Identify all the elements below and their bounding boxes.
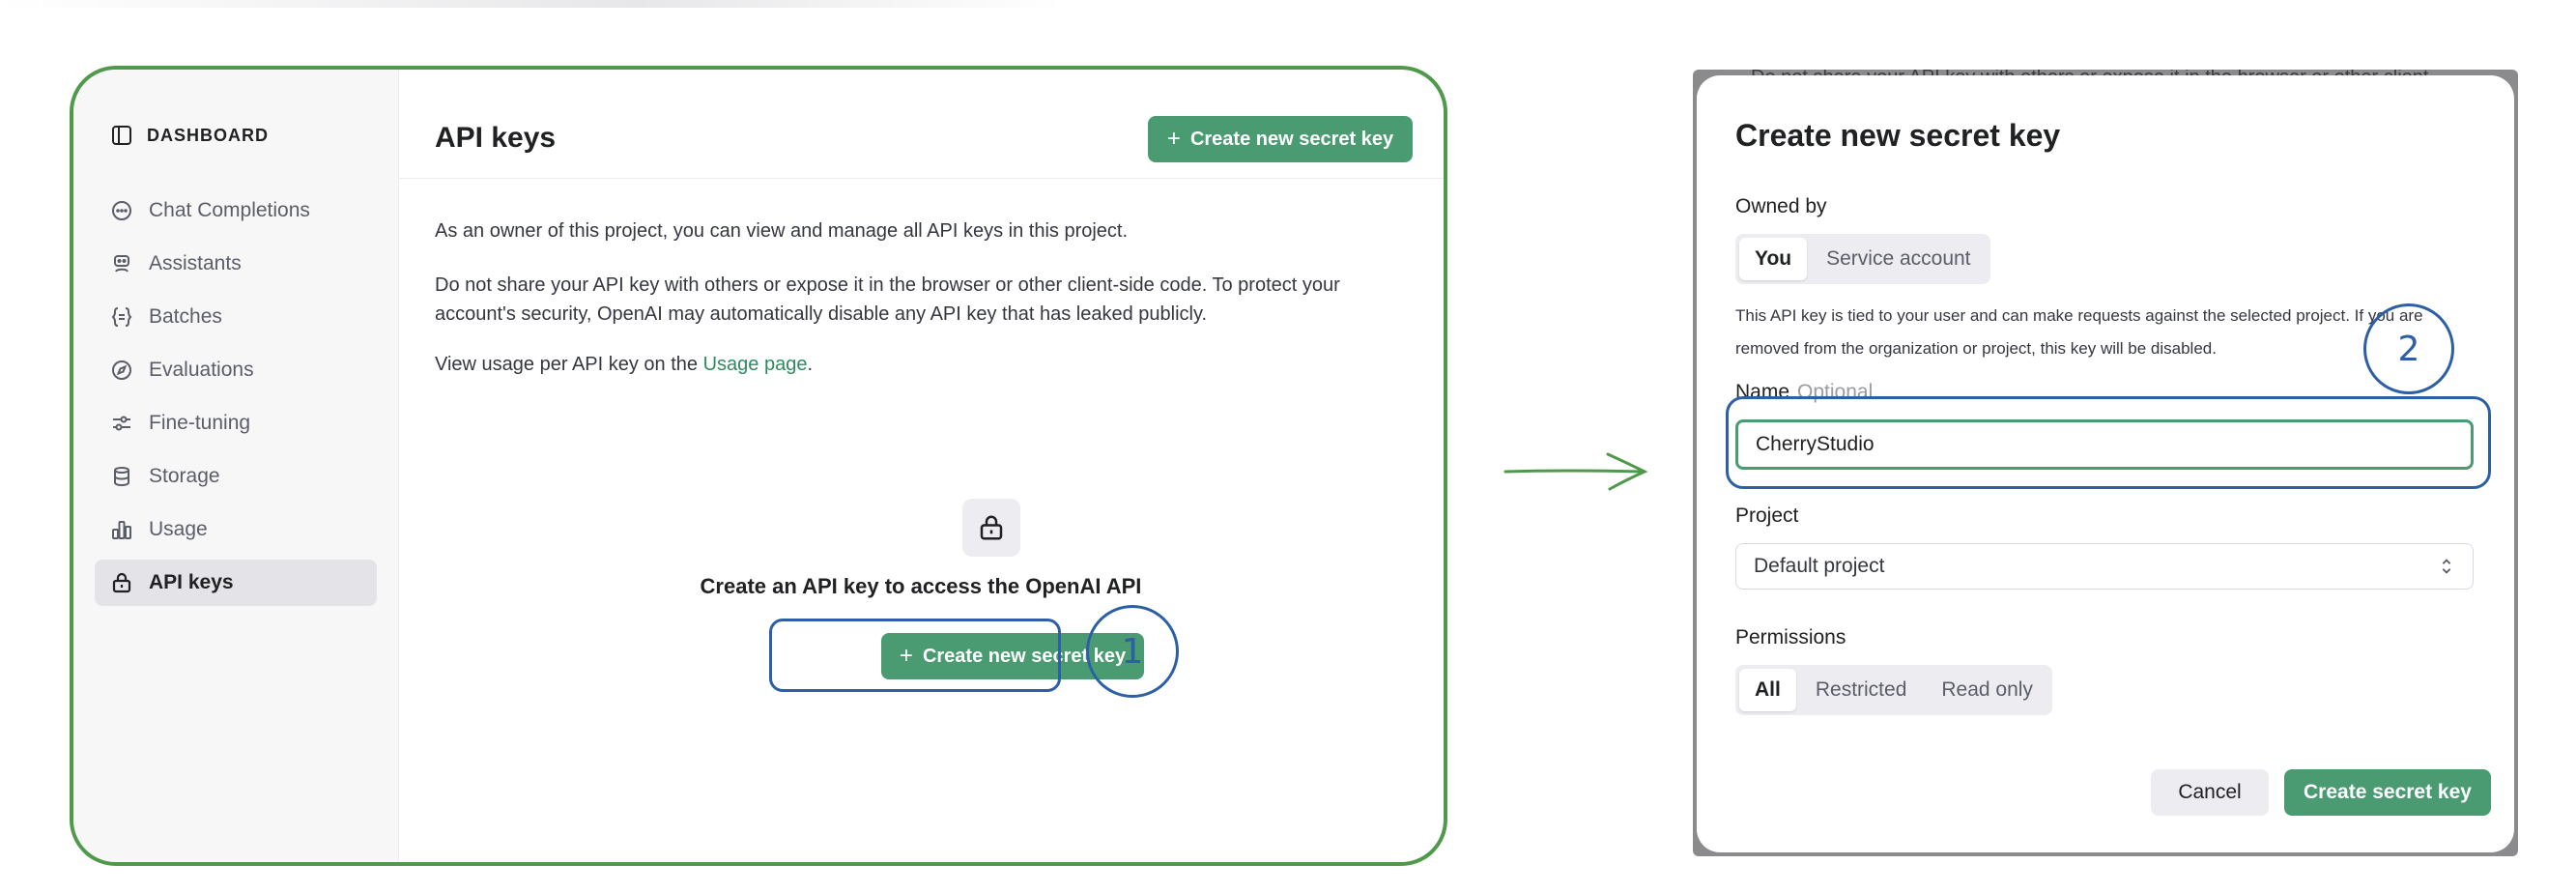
ownership-note: This API key is tied to your user and ca… [1735, 306, 2423, 358]
main-header: API keys + Create new secret key [398, 70, 1444, 179]
annotation-highlight-name-input [1726, 396, 2491, 489]
name-input[interactable]: CherryStudio [1735, 419, 2474, 470]
usage-info-suffix: . [807, 354, 814, 375]
permissions-read-only-option[interactable]: Read only [1941, 678, 2033, 701]
permissions-restricted-option[interactable]: Restricted [1815, 678, 1907, 701]
sidebar-item-label: Batches [149, 305, 222, 328]
braces-icon [111, 307, 132, 327]
lock-icon [980, 515, 1003, 540]
page-title: API keys [435, 122, 557, 154]
create-secret-key-dialog: Create new secret key Owned by You Servi… [1697, 75, 2514, 852]
annotation-step-1: 1 [1086, 605, 1179, 698]
plus-icon: + [1166, 126, 1181, 152]
owner-info-text: As an owner of this project, you can vie… [435, 220, 1129, 242]
name-input-value: CherryStudio [1756, 433, 1875, 455]
sidebar-item-api-keys[interactable]: API keys [95, 560, 377, 606]
owned-by-service-account-option[interactable]: Service account [1826, 247, 1971, 270]
annotation-highlight-create-button [769, 619, 1061, 692]
sidebar-item-label: Chat Completions [149, 199, 310, 221]
chevron-updown-icon [2442, 559, 2451, 574]
sidebar-item-chat-completions[interactable]: Chat Completions [95, 187, 377, 234]
chat-bubble-icon [112, 201, 131, 220]
main-content: API keys + Create new secret key As an o… [398, 70, 1444, 862]
sidebar-toggle-icon [112, 126, 131, 145]
dialog-title: Create new secret key [1735, 118, 2061, 153]
button-label: Create new secret key [1189, 128, 1394, 150]
top-fade-decoration [0, 0, 1063, 8]
sidebar-item-label: Assistants [149, 252, 242, 274]
empty-state-lock [962, 499, 1020, 557]
sidebar-item-label: Storage [149, 465, 220, 487]
security-warning-text: Do not share your API key with others or… [435, 274, 1340, 325]
usage-info-text: View usage per API key on the Usage page… [435, 350, 1411, 379]
owned-by-label: Owned by [1735, 195, 1827, 217]
lock-icon [112, 572, 131, 593]
create-secret-key-button[interactable]: Create secret key [2284, 769, 2491, 816]
owned-by-toggle: You Service account [1735, 234, 1990, 284]
sidebar-item-fine-tuning[interactable]: Fine-tuning [95, 400, 377, 446]
project-select[interactable]: Default project [1735, 543, 2474, 590]
sidebar-item-batches[interactable]: Batches [95, 294, 377, 340]
sidebar-item-assistants[interactable]: Assistants [95, 241, 377, 287]
sidebar-item-label: Evaluations [149, 359, 254, 381]
sidebar-item-usage[interactable]: Usage [95, 506, 377, 553]
cancel-button[interactable]: Cancel [2151, 769, 2269, 816]
annotation-step-1-label: 1 [1121, 631, 1144, 672]
sidebar-item-evaluations[interactable]: Evaluations [95, 347, 377, 393]
empty-state-title: Create an API key to access the OpenAI A… [700, 574, 1142, 598]
usage-page-link[interactable]: Usage page [702, 354, 808, 375]
sidebar-item-label: Fine-tuning [149, 412, 251, 434]
robot-icon [114, 255, 129, 273]
api-keys-page-panel: DASHBOARD Chat Completions Assistants Ba… [70, 66, 1447, 866]
annotation-step-2: 2 [2363, 303, 2454, 394]
sidebar-header[interactable]: DASHBOARD [110, 124, 269, 147]
annotation-step-2-label: 2 [2397, 329, 2420, 369]
plus-icon: + [899, 643, 913, 669]
create-new-secret-key-header-button[interactable]: + Create new secret key [1148, 116, 1413, 162]
bar-chart-icon [112, 521, 131, 539]
right-arrow-icon [1503, 452, 1648, 491]
sidebar: DASHBOARD Chat Completions Assistants Ba… [73, 70, 399, 862]
sliders-icon [113, 416, 130, 431]
permissions-label: Permissions [1735, 626, 1846, 648]
sidebar-item-label: Usage [149, 518, 208, 540]
permissions-toggle: All Restricted Read only [1735, 665, 2052, 715]
project-select-value: Default project [1754, 555, 1885, 577]
sidebar-header-label: DASHBOARD [147, 125, 269, 145]
database-icon [114, 467, 129, 487]
sidebar-item-storage[interactable]: Storage [95, 453, 377, 500]
permissions-all-option[interactable]: All [1739, 669, 1796, 711]
project-label: Project [1735, 504, 1799, 527]
owned-by-you-option[interactable]: You [1739, 238, 1808, 280]
usage-info-prefix: View usage per API key on the [435, 354, 703, 375]
modal-backdrop: Do not share your API key with others or… [1693, 70, 2518, 856]
sidebar-item-label: API keys [149, 571, 234, 593]
compass-icon [112, 360, 131, 380]
button-label: Create new secret key [922, 645, 1127, 667]
